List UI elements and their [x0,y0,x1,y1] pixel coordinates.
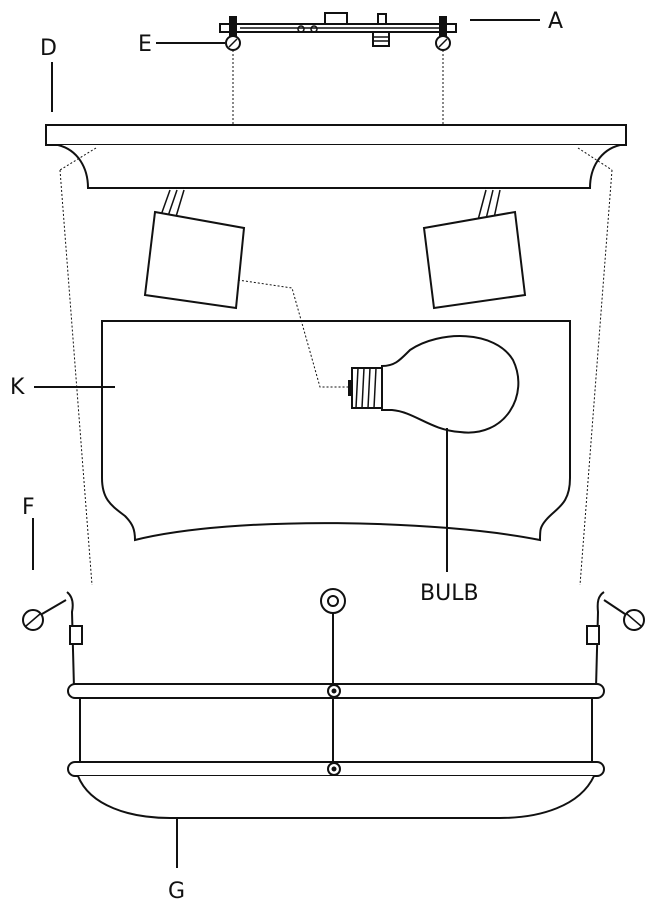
alignment-line [59,169,93,586]
light-bulb [348,335,520,434]
side-screw-right [603,599,645,631]
canopy [45,124,627,189]
alignment-line [59,147,97,171]
mounting-screw-left [225,35,241,51]
label-g: G [168,879,185,904]
mounting-bracket [219,12,457,47]
frame-clip-right [586,625,600,645]
label-e: E [138,32,152,57]
mounting-screw-right [435,35,451,51]
frame-hook-left [66,591,75,689]
label-a: A [548,9,563,34]
side-screw-left [22,599,67,631]
alignment-line [579,169,613,586]
alignment-line [577,147,613,171]
label-k: K [10,375,25,400]
label-f: F [22,495,35,520]
frame-clip-left [69,625,83,645]
socket-bulb-connector [237,279,352,388]
frame-hook-right [595,591,605,689]
socket-right [422,189,527,310]
lower-frame [67,683,605,819]
socket-left [143,189,246,310]
label-d: D [40,36,57,61]
label-bulb: BULB [420,581,479,606]
